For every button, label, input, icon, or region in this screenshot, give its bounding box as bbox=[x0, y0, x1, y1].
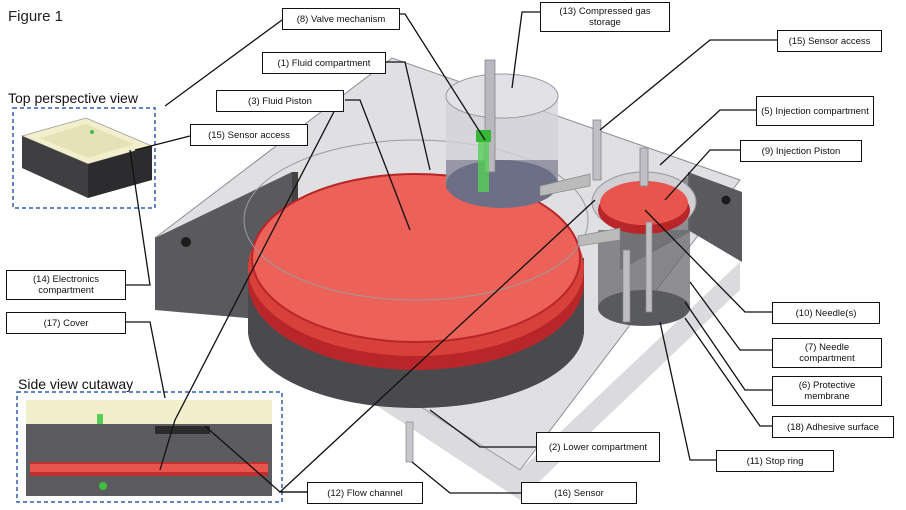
label-needle-compartment: (7) Needle compartment bbox=[772, 338, 882, 368]
label-cover: (17) Cover bbox=[6, 312, 126, 334]
sensor-rod bbox=[405, 421, 414, 463]
label-sensor: (16) Sensor bbox=[521, 482, 637, 504]
side-cutaway-inset bbox=[16, 391, 283, 503]
top-perspective-title: Top perspective view bbox=[8, 90, 138, 106]
label-injection-compartment: (5) Injection compartment bbox=[756, 96, 874, 126]
label-lower-compartment: (2) Lower compartment bbox=[536, 432, 660, 462]
leader-lines bbox=[126, 11, 777, 494]
top-perspective-inset bbox=[12, 107, 156, 209]
label-sensor-access: (15) Sensor access bbox=[777, 30, 882, 52]
label-fluid-piston: (3) Fluid Piston bbox=[216, 90, 344, 112]
label-adhesive-surface: (18) Adhesive surface bbox=[772, 416, 894, 438]
label-sensor-access-inset: (15) Sensor access bbox=[190, 124, 308, 146]
label-flow-channel: (12) Flow channel bbox=[307, 482, 423, 504]
rods bbox=[405, 119, 653, 463]
label-valve-mechanism: (8) Valve mechanism bbox=[282, 8, 400, 30]
gas-storage-cylinder bbox=[445, 59, 559, 208]
figure-title: Figure 1 bbox=[8, 8, 64, 25]
label-protective-membrane: (6) Protective membrane bbox=[772, 376, 882, 406]
label-electronics-compartment: (14) Electronics compartment bbox=[6, 270, 126, 300]
side-cutaway-title: Side view cutaway bbox=[18, 376, 134, 392]
label-compressed-gas: (13) Compressed gas storage bbox=[540, 2, 670, 32]
label-needles: (10) Needle(s) bbox=[772, 302, 880, 324]
fluid-piston bbox=[248, 173, 584, 370]
label-stop-ring: (11) Stop ring bbox=[716, 450, 834, 472]
valve-mechanism bbox=[476, 130, 491, 192]
label-injection-piston: (9) Injection Piston bbox=[740, 140, 862, 162]
injection-compartment bbox=[591, 171, 697, 326]
label-fluid-compartment: (1) Fluid compartment bbox=[262, 52, 386, 74]
fluid-compartment-rim bbox=[243, 139, 589, 301]
